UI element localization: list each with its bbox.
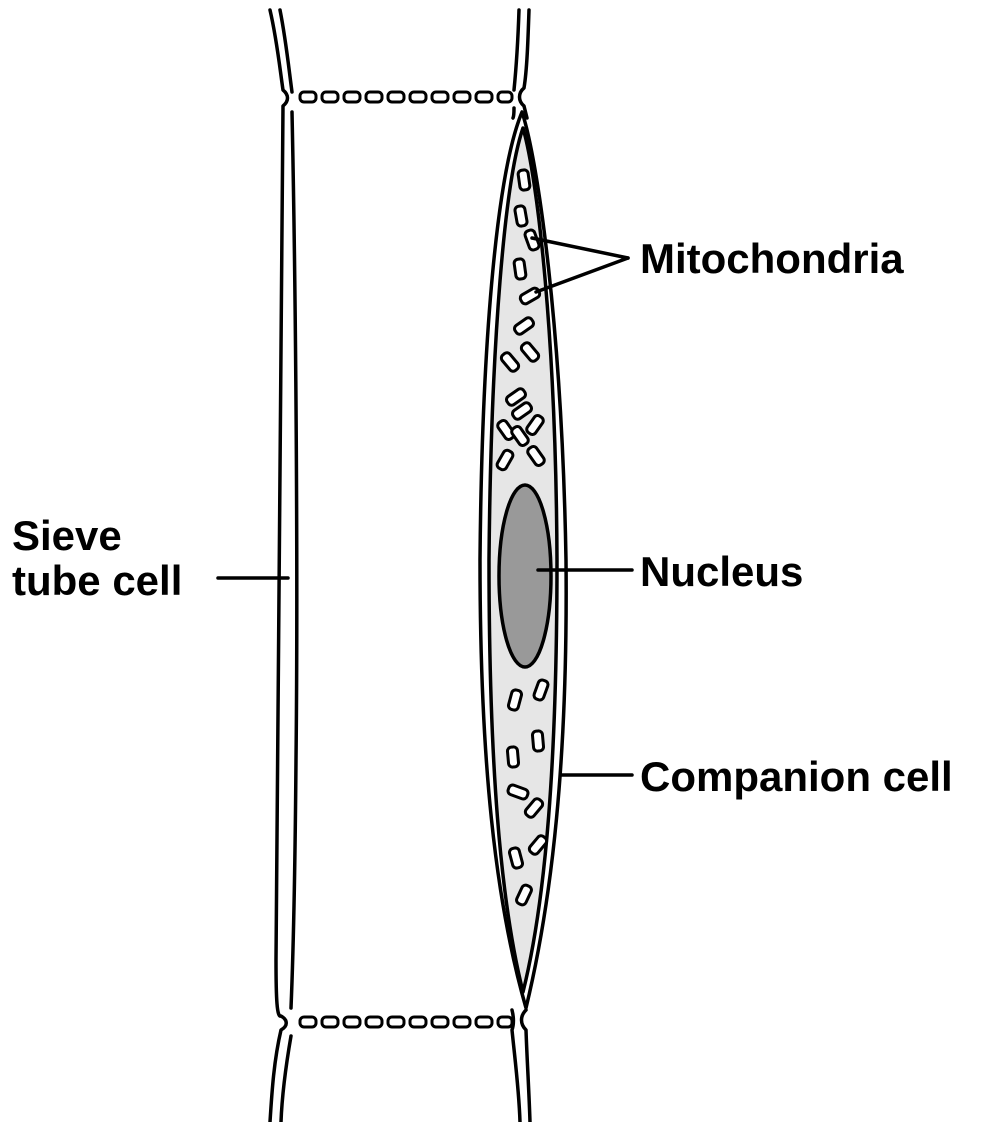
mitochondrion — [518, 169, 531, 190]
mitochondrion — [532, 731, 544, 752]
mitochondrion — [507, 747, 519, 768]
label-mitochondria: Mitochondria — [640, 235, 904, 282]
label-sieve-tube-line2: tube cell — [12, 557, 182, 604]
sieve-plate-bottom — [300, 1017, 512, 1027]
mitochondrion — [514, 205, 527, 226]
left-wall-outer — [270, 10, 288, 1122]
companion-cell — [480, 112, 566, 1008]
mitochondrion — [514, 258, 527, 279]
label-companion-cell: Companion cell — [640, 753, 953, 800]
nucleus — [499, 485, 551, 667]
label-nucleus: Nucleus — [640, 548, 803, 595]
label-sieve-tube-line1: Sieve — [12, 512, 122, 559]
sieve-plate-top — [300, 92, 512, 102]
